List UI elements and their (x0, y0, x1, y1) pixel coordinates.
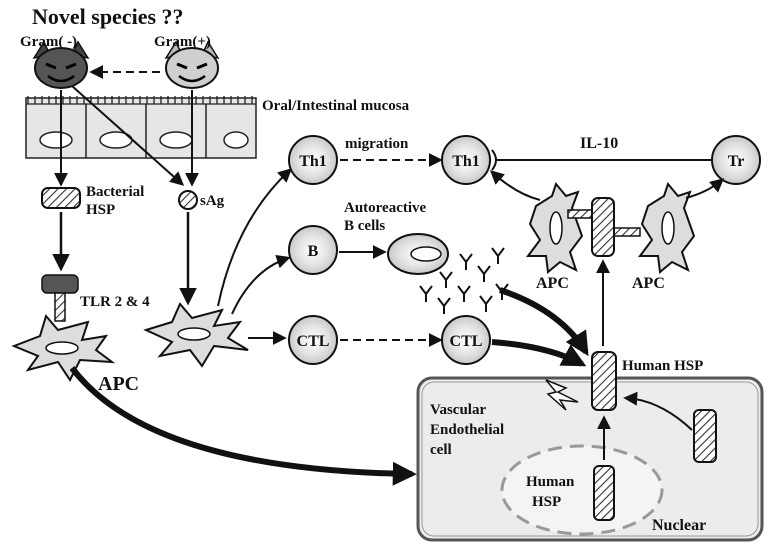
tr-cell (711, 135, 761, 185)
cytoplasm-hsp-icon (693, 409, 717, 463)
nucleus-hsp-label-2: HSP (532, 494, 561, 510)
migration-label: migration (345, 136, 409, 152)
mucosa-label: Oral/Intestinal mucosa (262, 98, 410, 114)
nuclear-hsp-icon (593, 465, 615, 521)
apc-left-cell-icon (11, 313, 116, 382)
ctl-cell-b (441, 315, 491, 365)
sag-label: sAg (200, 193, 225, 209)
mhc-right-icon (613, 227, 641, 237)
ctl-b-label: CTL (450, 333, 483, 350)
human-hsp-label: Human HSP (622, 358, 703, 374)
apc-right-right-label: APC (632, 275, 665, 292)
gram-negative-bacterium-icon (32, 40, 90, 89)
ctl-to-hsp-arrow (491, 339, 587, 367)
nuclear-label: Nuclear (652, 517, 706, 534)
stress-lightning-icon (545, 379, 579, 411)
apc-to-th1-arrow (217, 168, 293, 307)
mhc-left-icon (567, 209, 593, 219)
bacterial-hsp-icon (41, 187, 81, 209)
human-hsp-icon (591, 351, 617, 411)
th1-cell-a (288, 135, 338, 185)
apc-right-right-cell-icon (638, 181, 696, 274)
b-label: B (308, 243, 319, 260)
ctl-a-label: CTL (297, 333, 330, 350)
apc-main-label: APC (98, 373, 139, 395)
gram-negative-label: Gram( -) (20, 34, 77, 50)
gram-positive-bacterium-icon (164, 40, 220, 89)
title: Novel species ?? (32, 4, 184, 29)
tr-label: Tr (728, 153, 745, 170)
nucleus-hsp-label-1: Human (526, 474, 575, 490)
antibodies-to-hsp-arrow (499, 287, 589, 357)
il10-label: IL-10 (580, 135, 618, 152)
tlr-receptor-icon (41, 274, 79, 322)
mucosa-epithelium (25, 96, 257, 159)
gram-positive-label: Gram(+) (154, 34, 211, 50)
b-cell (288, 225, 338, 275)
th1-a-label: Th1 (299, 153, 327, 170)
apc-to-th1-b-arrow (489, 170, 541, 201)
apc-to-b-arrow (231, 254, 291, 315)
autoreactive-label-1: Autoreactive (344, 200, 427, 216)
bacterial-hsp-label-1: Bacterial (86, 184, 144, 200)
bacterial-hsp-label-2: HSP (86, 202, 115, 218)
presented-hsp-icon (591, 197, 615, 257)
sag-icon (178, 190, 198, 210)
cytoplasm-hsp-arrow (623, 391, 693, 431)
vascular-label-3: cell (430, 442, 452, 458)
tlr-label: TLR 2 & 4 (80, 294, 150, 310)
th1-b-label: Th1 (452, 153, 480, 170)
endothelial-cell-inner-border (421, 381, 759, 537)
apc-middle-cell-icon (143, 302, 249, 368)
vascular-label-1: Vascular (430, 402, 486, 418)
autoreactive-label-2: B cells (344, 218, 385, 234)
il10-inhibition-bar (491, 149, 497, 171)
autoreactive-b-cell-icon (387, 233, 449, 275)
apc-right-left-cell-icon (526, 181, 584, 274)
gram-negative-to-sag-arrow (71, 85, 185, 186)
apc-to-endothelial-arrow (69, 366, 417, 486)
apc-right-left-label: APC (536, 275, 569, 292)
antibodies-icon (419, 247, 509, 314)
ctl-cell-a (288, 315, 338, 365)
vascular-label-2: Endothelial (430, 422, 504, 438)
nucleus (500, 444, 664, 536)
apc-to-tr-arrow (685, 178, 725, 199)
th1-cell-b (441, 135, 491, 185)
